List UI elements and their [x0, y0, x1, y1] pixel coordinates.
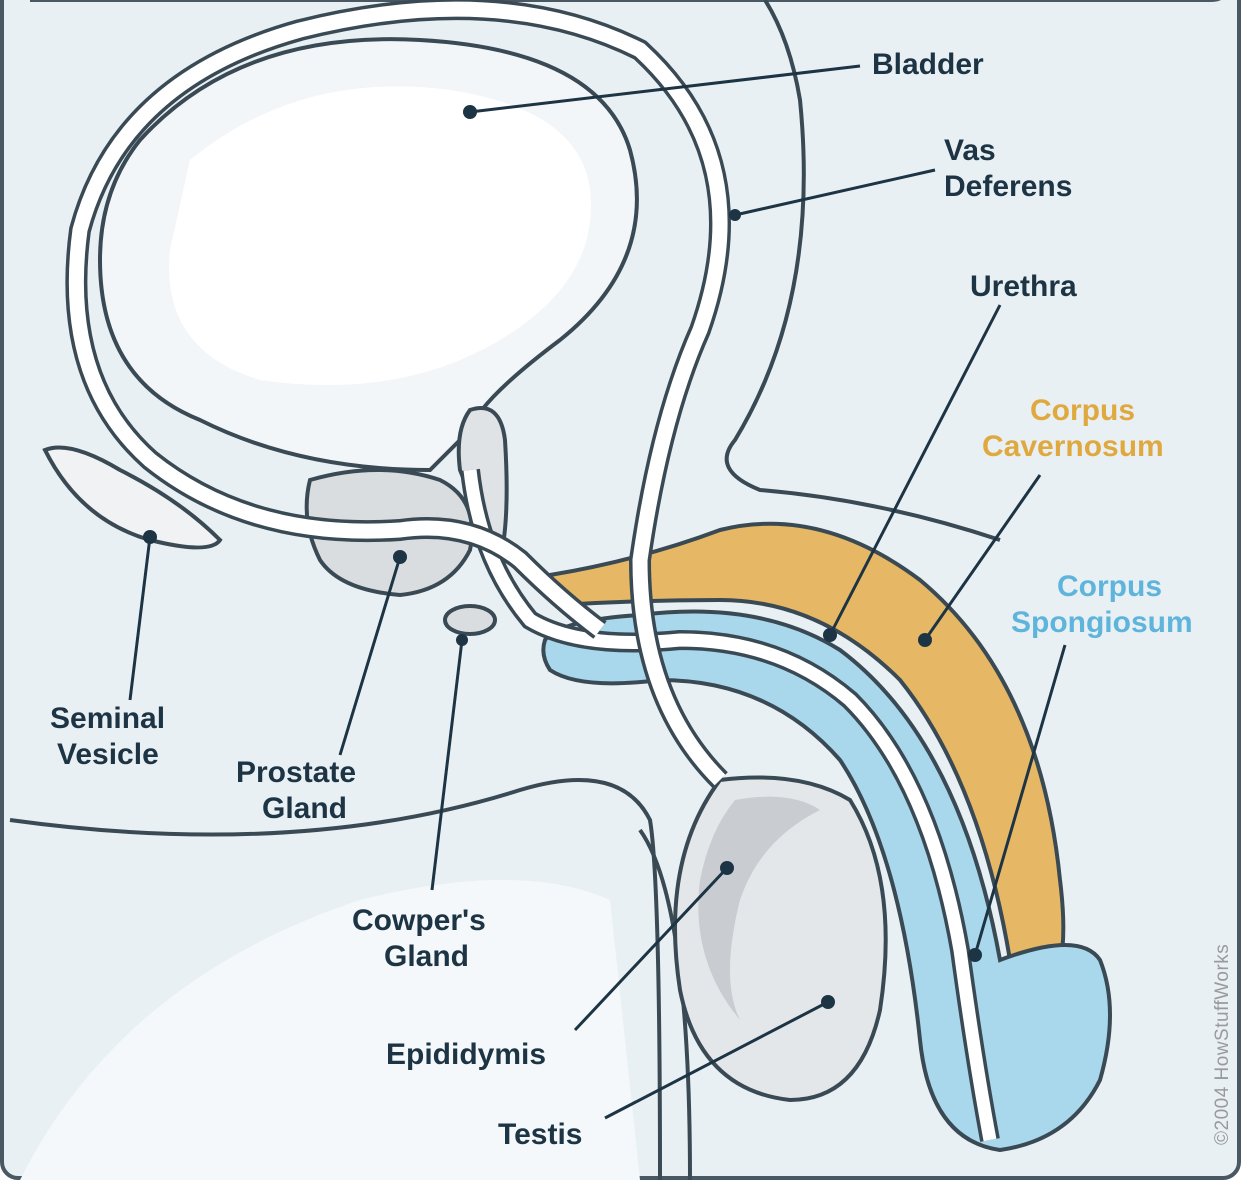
label-vas-deferens-line2: Deferens [944, 170, 1072, 203]
label-corpus-cavernosum-line1: Corpus [1030, 394, 1135, 427]
dot-testis [821, 995, 835, 1009]
dot-corpus-cavernosum [918, 633, 932, 647]
label-urethra: Urethra [970, 270, 1077, 303]
cowpers-gland-shape [445, 606, 495, 634]
label-prostate-gland-line2: Gland [262, 792, 347, 825]
dot-prostate-gland [393, 550, 407, 564]
label-corpus-spongiosum-line1: Corpus [1057, 570, 1162, 603]
dot-urethra [823, 628, 837, 642]
label-testis: Testis [498, 1118, 582, 1151]
label-prostate-gland-line1: Prostate [236, 756, 356, 789]
label-epididymis: Epididymis [386, 1038, 546, 1071]
label-cowpers-gland-line1: Cowper's [352, 904, 486, 937]
dot-bladder [463, 105, 477, 119]
copyright-credit: ©2004 HowStuffWorks [1212, 944, 1233, 1145]
label-corpus-cavernosum-line2: Cavernosum [982, 430, 1164, 463]
dot-seminal-vesicle [143, 530, 157, 544]
label-seminal-vesicle-line1: Seminal [50, 702, 165, 735]
label-corpus-spongiosum-line2: Spongiosum [1011, 606, 1193, 639]
label-cowpers-gland-line2: Gland [384, 940, 469, 973]
dot-cowpers-gland [456, 634, 468, 646]
label-vas-deferens-line1: Vas [944, 134, 996, 167]
dot-corpus-spongiosum [968, 948, 982, 962]
label-seminal-vesicle-line2: Vesicle [57, 738, 159, 771]
dot-vas-deferens [729, 209, 741, 221]
dot-epididymis [720, 861, 734, 875]
label-bladder: Bladder [872, 48, 984, 81]
